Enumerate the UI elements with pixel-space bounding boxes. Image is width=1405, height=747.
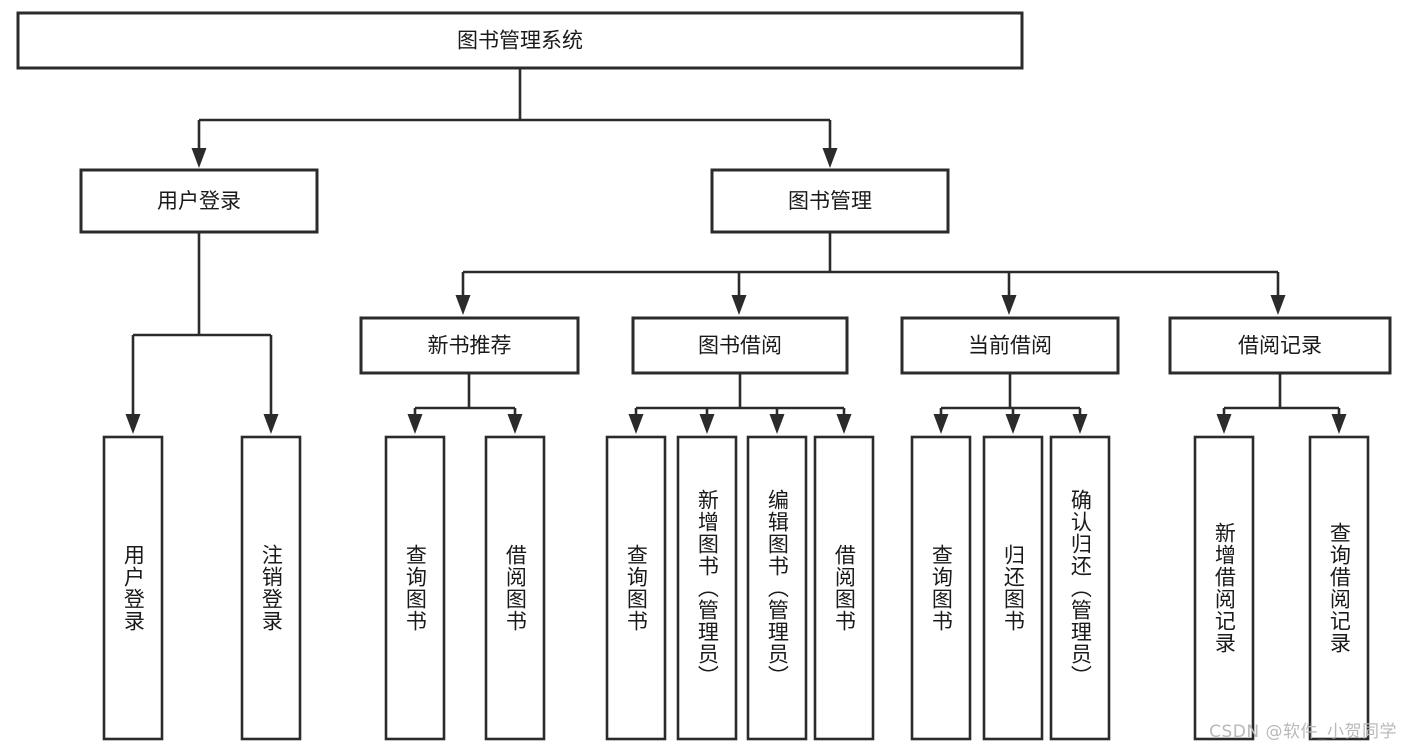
- arrow-head-icon: [769, 414, 785, 434]
- arrow-head-icon: [933, 414, 949, 434]
- node-current-borrow-box[interactable]: [900, 316, 1120, 375]
- arrow-head-icon: [731, 295, 747, 315]
- arrow-head-icon: [822, 148, 838, 168]
- node-book-management-label: 图书管理: [788, 189, 872, 213]
- node-leaf-add-book-box[interactable]: [676, 435, 738, 741]
- arrow-head-icon: [1270, 295, 1286, 315]
- node-leaf-query-book-borrow-box[interactable]: [605, 435, 667, 741]
- connector-group-book-management-to-level3: [455, 232, 1286, 315]
- node-root-label: 图书管理系统: [457, 29, 583, 53]
- connector-group-book-borrow-to-leaves: [628, 373, 852, 434]
- arrow-head-icon: [125, 414, 141, 434]
- arrow-head-icon: [191, 148, 207, 168]
- node-new-book-recommend-box[interactable]: [359, 316, 580, 375]
- connector-group-user-login-to-leaves: [125, 232, 279, 434]
- node-user-login-box[interactable]: [79, 168, 319, 234]
- arrow-head-icon: [628, 414, 644, 434]
- node-book-borrow-label: 图书借阅: [698, 334, 782, 358]
- node-leaf-edit-book-box[interactable]: [746, 435, 808, 741]
- node-book-borrow-box[interactable]: [631, 316, 849, 375]
- arrow-head-icon: [1001, 295, 1017, 315]
- connector-group-root-to-level2: [191, 68, 838, 168]
- node-current-borrow-label: 当前借阅: [968, 334, 1052, 358]
- node-leaf-query-borrow-record-box[interactable]: [1308, 435, 1370, 741]
- node-leaf-return-book-box[interactable]: [982, 435, 1044, 741]
- connector-group-new-book-recommend-to-leaves: [407, 373, 523, 434]
- node-leaf-borrow-book-recommend-box[interactable]: [484, 435, 546, 741]
- node-leaf-confirm-return-box[interactable]: [1049, 435, 1111, 741]
- arrow-head-icon: [1331, 414, 1347, 434]
- arrow-head-icon: [407, 414, 423, 434]
- arrow-head-icon: [1005, 414, 1021, 434]
- node-leaf-logout-box[interactable]: [240, 435, 302, 741]
- arrow-head-icon: [263, 414, 279, 434]
- node-root-box[interactable]: [16, 11, 1024, 70]
- watermark-text: CSDN @软件_小贺同学: [1209, 722, 1397, 742]
- box-layer: [16, 11, 1392, 741]
- arrow-head-icon: [507, 414, 523, 434]
- node-new-book-recommend-label: 新书推荐: [428, 334, 512, 358]
- connector-layer: [125, 68, 1347, 434]
- node-leaf-user-login-box[interactable]: [102, 435, 164, 741]
- arrow-head-icon: [1072, 414, 1088, 434]
- node-leaf-query-book-current-box[interactable]: [910, 435, 972, 741]
- connector-group-borrow-record-to-leaves: [1216, 373, 1347, 434]
- node-book-management-box[interactable]: [710, 168, 950, 234]
- arrow-head-icon: [455, 295, 471, 315]
- node-leaf-add-borrow-record-box[interactable]: [1193, 435, 1255, 741]
- node-borrow-record-label: 借阅记录: [1238, 334, 1322, 358]
- node-user-login-label: 用户登录: [157, 189, 241, 213]
- node-borrow-record-box[interactable]: [1168, 316, 1392, 375]
- arrow-head-icon: [699, 414, 715, 434]
- arrow-head-icon: [1216, 414, 1232, 434]
- node-leaf-query-book-recommend-box[interactable]: [384, 435, 446, 741]
- connector-group-current-borrow-to-leaves: [933, 373, 1088, 434]
- arrow-head-icon: [836, 414, 852, 434]
- node-leaf-borrow-book-box[interactable]: [813, 435, 875, 741]
